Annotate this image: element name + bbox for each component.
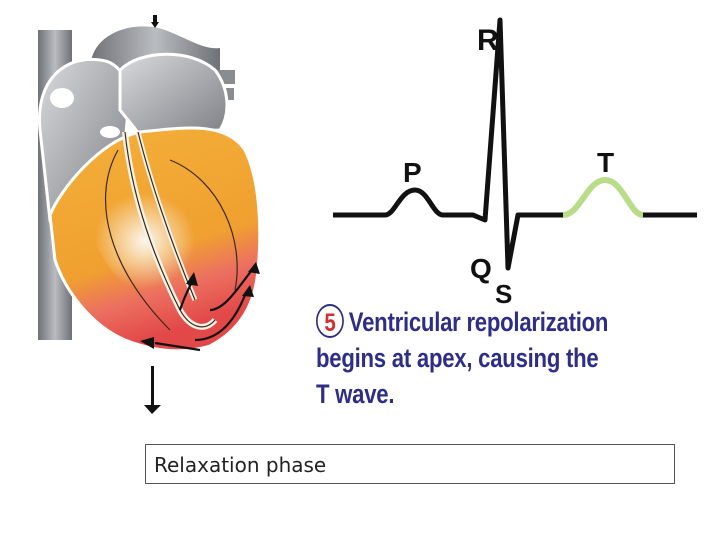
caption-line-3: T wave.	[316, 379, 395, 409]
phase-label-text: Relaxation phase	[154, 453, 327, 477]
ecg-baseline-trace	[333, 17, 563, 271]
arrow-down-icon	[153, 15, 157, 24]
heart-illustration	[37, 15, 262, 414]
arrow-down-icon	[151, 366, 154, 406]
caption-text-1: Ventricular repolarization	[348, 307, 609, 337]
left-atrium	[118, 52, 229, 137]
ecg-t-wave	[562, 176, 644, 218]
repolarization-arrows	[154, 269, 253, 352]
ecg-label-t: T	[597, 147, 614, 178]
caption-line-2: begins at apex, causing the	[316, 343, 599, 373]
ecg-label-p: P	[403, 157, 422, 188]
ecg-label-s: S	[495, 279, 512, 309]
phase-label-box: Relaxation phase	[145, 444, 675, 484]
ecg-label-q: Q	[470, 253, 492, 284]
step-number-badge: 5	[316, 304, 344, 338]
ecg-trace: R P T Q S	[333, 17, 697, 309]
ecg-label-r: R	[477, 24, 499, 57]
